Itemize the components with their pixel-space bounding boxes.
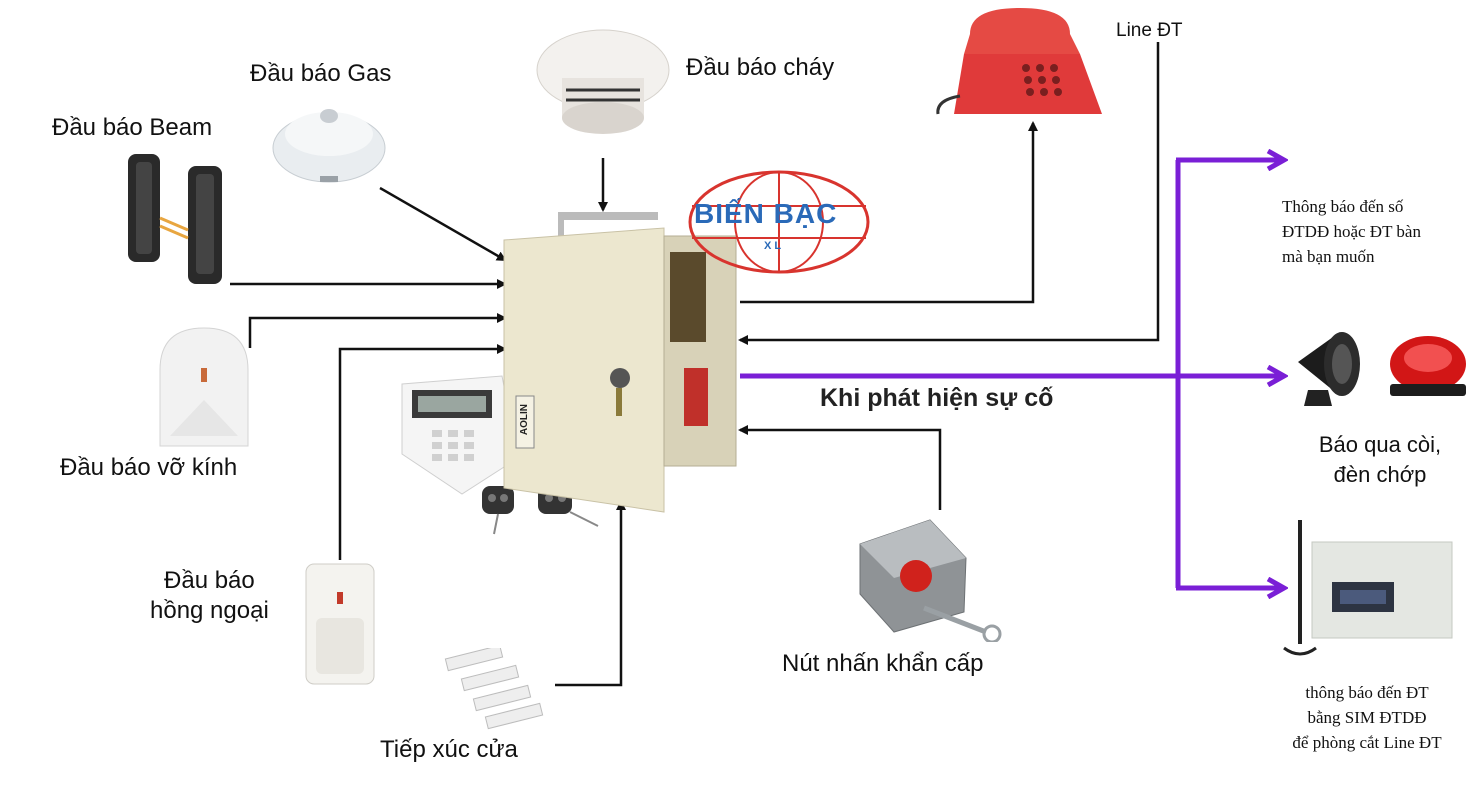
gsm-dialer-icon [1283,520,1453,656]
sim-line3: để phòng cắt Line ĐT [1292,733,1442,752]
siren-line2: đèn chớp [1333,462,1427,487]
event-caption: Khi phát hiện sự cố [820,384,1054,412]
brand-sub: X L [764,240,782,252]
smoke-detector-icon [536,29,670,134]
notify-phone-line1: Thông báo đến số [1282,197,1404,216]
arrow-pir [338,344,507,560]
arrow-panic [738,425,942,510]
glass-label: Đầu báo vỡ kính [60,454,238,481]
door-label: Tiếp xúc cửa [380,736,518,763]
panel-brand-label: AOLIN [519,404,530,436]
siren-text: Báo qua còi, đèn chớp [1290,430,1470,490]
arrow-gas [379,186,507,262]
alarm-control-panel-icon [503,212,737,513]
arrow-glass [248,313,507,348]
notify-phone-line3: mà bạn muốn [1282,247,1375,266]
strobe-light-icon [1390,336,1466,396]
gas-label: Đầu báo Gas [250,60,392,87]
beam-label: Đầu báo Beam [52,114,213,141]
pir-label-line1: Đầu báo [164,567,255,594]
beam-detector-icon [128,154,222,284]
keypad-icon [401,375,519,495]
siren-icon [1298,332,1360,406]
notify-phone-line2: ĐTDĐ hoặc ĐT bàn [1282,222,1421,241]
arrow-door [555,500,626,687]
gas-detector-icon [272,109,386,183]
glass-break-detector-icon [159,327,249,447]
phone-line-label: Line ĐT [1116,20,1183,41]
sim-line1: thông báo đến ĐT [1305,683,1429,702]
pir-label: Đầu báo hồng ngoại [150,566,269,626]
pir-detector-icon [305,563,375,685]
remote-controls-icon [482,486,599,535]
fire-label: Đầu báo cháy [686,54,835,81]
notify-phone-text: Thông báo đến số ĐTDĐ hoặc ĐT bàn mà bạn… [1282,194,1421,269]
brand-name: BIẾN BẠC [694,198,838,229]
panic-label: Nút nhấn khẩn cấp [782,650,984,677]
arrow-line-in [738,42,1160,345]
sim-line2: bằng SIM ĐTDĐ [1307,708,1427,727]
pir-label-line2: hồng ngoại [150,597,269,624]
siren-line1: Báo qua còi, [1318,432,1442,457]
arrow-to-phone [740,121,1038,304]
bien-bac-logo-icon [688,170,870,274]
sim-text: thông báo đến ĐT bằng SIM ĐTDĐ để phòng … [1262,680,1472,755]
door-contact-icon [444,648,544,730]
panic-button-icon [859,519,1002,642]
telephone-icon [936,8,1102,115]
